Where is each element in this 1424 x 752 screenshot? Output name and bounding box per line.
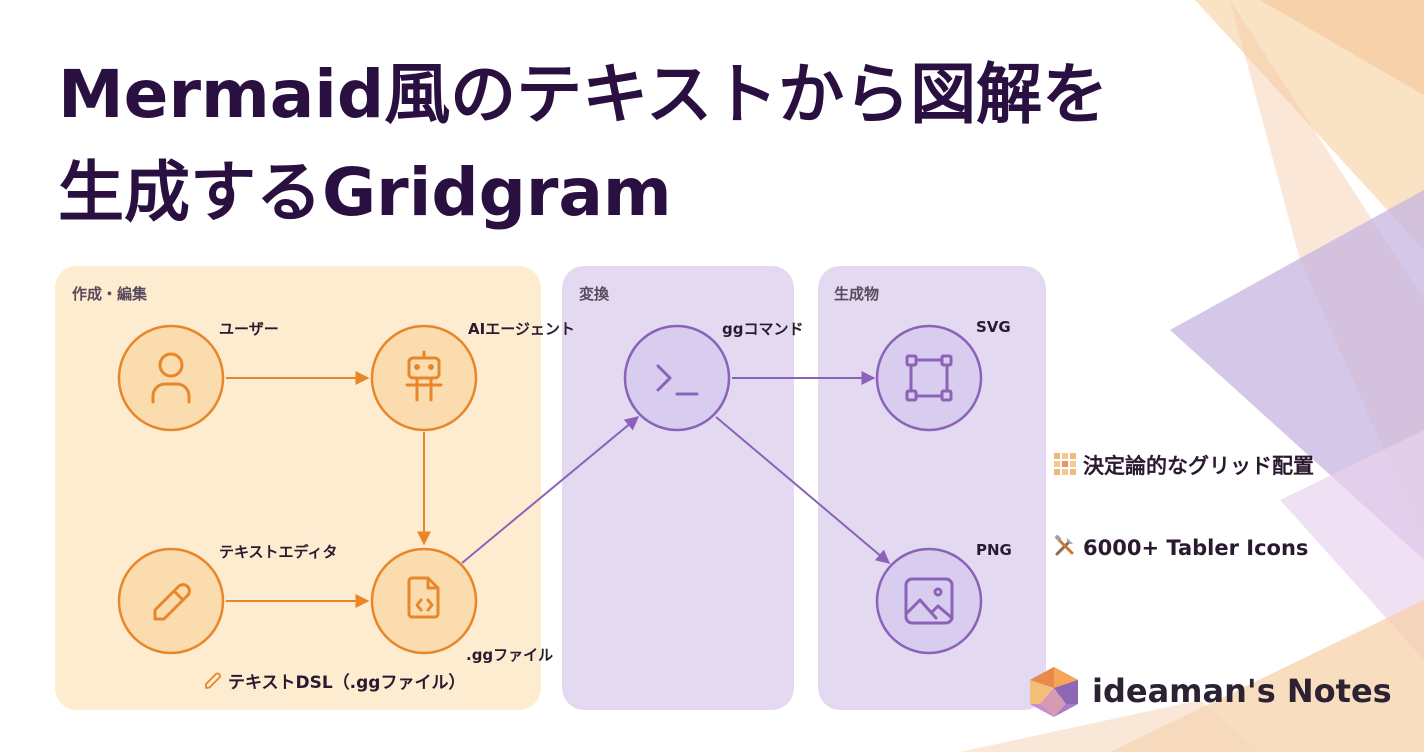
node-label-gg-file: .ggファイル [466,646,554,664]
gem-logo-icon [1030,667,1078,717]
photo-icon [904,577,954,625]
node-text-editor [117,547,225,655]
feature-text-tabler-icons: 6000+ Tabler Icons [1083,536,1309,560]
node-ai-agent [370,324,478,432]
edge-cmd-to-png [715,416,891,564]
node-svg [875,324,983,432]
node-label-user: ユーザー [219,320,279,338]
file-code-icon [407,576,440,619]
pencil-icon [153,583,191,621]
feature-tabler-icons: 6000+ Tabler Icons [1053,534,1308,560]
page-title-line-1: Mermaid風のテキストから図解を [58,56,1109,133]
user-icon [151,352,191,404]
brand-text: ideaman's Notes [1092,672,1392,710]
vector-square-icon [905,354,953,402]
edge-file-to-cmd [461,416,640,564]
panel-label-output: 生成物 [834,285,880,303]
node-label-text-editor: テキストエディタ [219,543,338,561]
node-user [117,324,225,432]
node-gg-file [370,547,478,655]
node-label-ai-agent: AIエージェント [468,320,575,338]
feature-grid-layout: 決定論的なグリッド配置 [1053,450,1314,480]
page-title-line-2: 生成するGridgram [58,154,672,231]
node-label-svg: SVG [976,318,1011,336]
node-label-png: PNG [976,541,1012,559]
dsl-note: テキストDSL（.ggファイル） [204,668,465,693]
panel-label-create-edit: 作成・編集 [72,285,148,303]
node-png [875,547,983,655]
dsl-note-text: テキストDSL（.ggファイル） [228,673,466,693]
node-label-gg-command: ggコマンド [722,320,804,338]
node-gg-command [623,324,731,432]
pencil-icon [205,672,221,689]
feature-text-grid-layout: 決定論的なグリッド配置 [1083,454,1314,478]
robot-icon [405,350,443,402]
terminal-icon [656,364,699,396]
tools-icon [1054,534,1074,556]
grid-icon [1054,453,1076,475]
panel-label-convert: 変換 [579,285,610,303]
